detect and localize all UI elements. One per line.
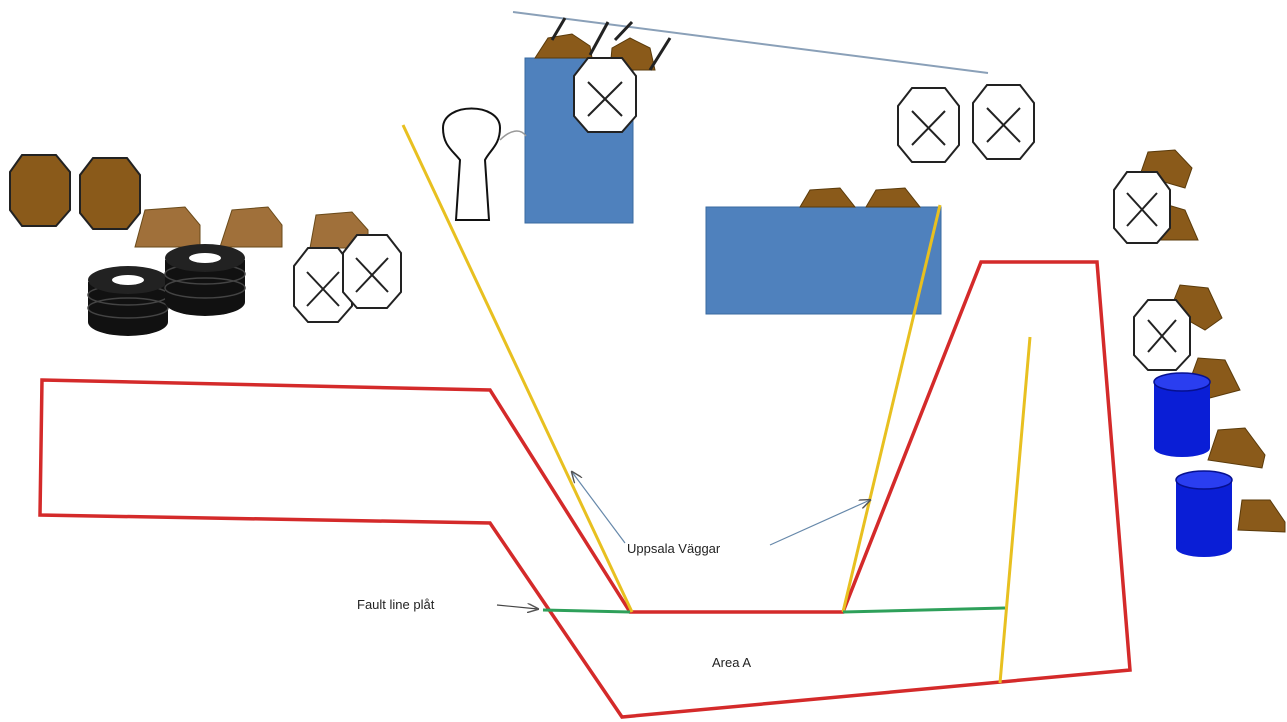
walls-arrow-left — [572, 472, 626, 544]
top-line — [512, 11, 989, 74]
wall-line-far — [998, 336, 1032, 684]
trapezoid-bale-icon — [1169, 284, 1223, 331]
lamp-icon — [441, 107, 527, 221]
trapezoid-bale-icon — [534, 33, 593, 59]
fault-line-label: Fault line plåt — [357, 597, 435, 612]
trapezoid-bale-icon — [799, 187, 857, 208]
tire-stack-icon — [164, 244, 246, 316]
trapezoid-bale-icon — [865, 187, 922, 208]
trapezoid-bale-icon — [1207, 427, 1266, 469]
area-label: Area A — [712, 655, 751, 670]
trapezoid-bale-icon — [219, 206, 283, 248]
wall-line-left — [401, 124, 634, 613]
octagon-bale-icon — [9, 154, 71, 227]
x-circle-marker-icon — [573, 57, 637, 133]
octagon-bale-icon — [79, 157, 141, 230]
x-circle-marker-icon — [897, 87, 960, 163]
course-boundary — [38, 260, 1132, 719]
trapezoid-bale-icon — [1237, 499, 1286, 533]
walls-arrow-right — [769, 500, 870, 546]
fault-line — [842, 606, 1006, 614]
barrel-icon — [1153, 372, 1211, 457]
trapezoid-bale-icon — [134, 206, 201, 248]
tire-stack-icon — [87, 266, 169, 336]
x-circle-marker-icon — [1113, 171, 1171, 244]
fault-line — [542, 608, 631, 614]
x-circle-marker-icon — [972, 84, 1035, 160]
walls-label: Uppsala Väggar — [627, 541, 721, 556]
x-circle-marker-icon — [342, 234, 402, 309]
x-circle-marker-icon — [1133, 299, 1191, 371]
wall-line-right — [841, 204, 942, 613]
obstacle-box-wide — [705, 206, 942, 315]
fault-line-arrow — [496, 605, 538, 609]
barrel-icon — [1175, 470, 1233, 557]
